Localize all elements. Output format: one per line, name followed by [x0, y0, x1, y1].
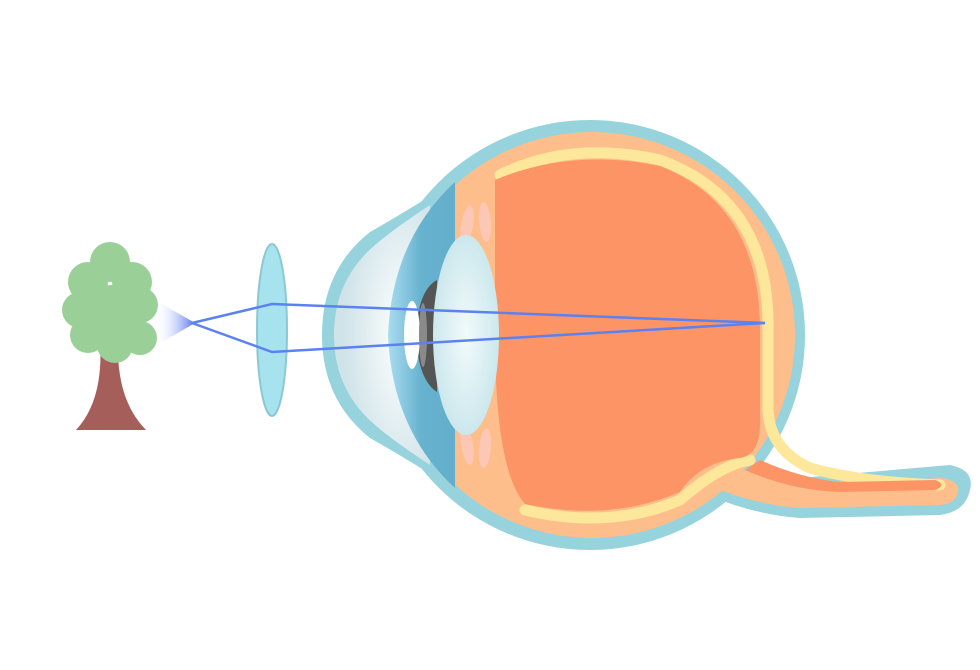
light-source-cone [155, 300, 195, 346]
light-rays [191, 302, 766, 354]
tree-foliage [62, 242, 158, 363]
tree-object [62, 242, 158, 430]
ray-lower [191, 321, 766, 354]
optic-nerve-choroid [720, 460, 959, 508]
optic-nerve-core [745, 460, 942, 492]
vitreous-body [495, 159, 761, 511]
ray-upper [191, 302, 766, 325]
corrective-convex-lens [256, 243, 288, 417]
retina-lower [519, 454, 756, 524]
tree-trunk [76, 340, 146, 430]
eyeball [322, 120, 971, 550]
pupil [404, 301, 420, 369]
pupil-highlight [419, 303, 427, 367]
ciliary-body [460, 202, 492, 468]
retina [494, 147, 946, 491]
crystalline-lens [433, 235, 499, 435]
